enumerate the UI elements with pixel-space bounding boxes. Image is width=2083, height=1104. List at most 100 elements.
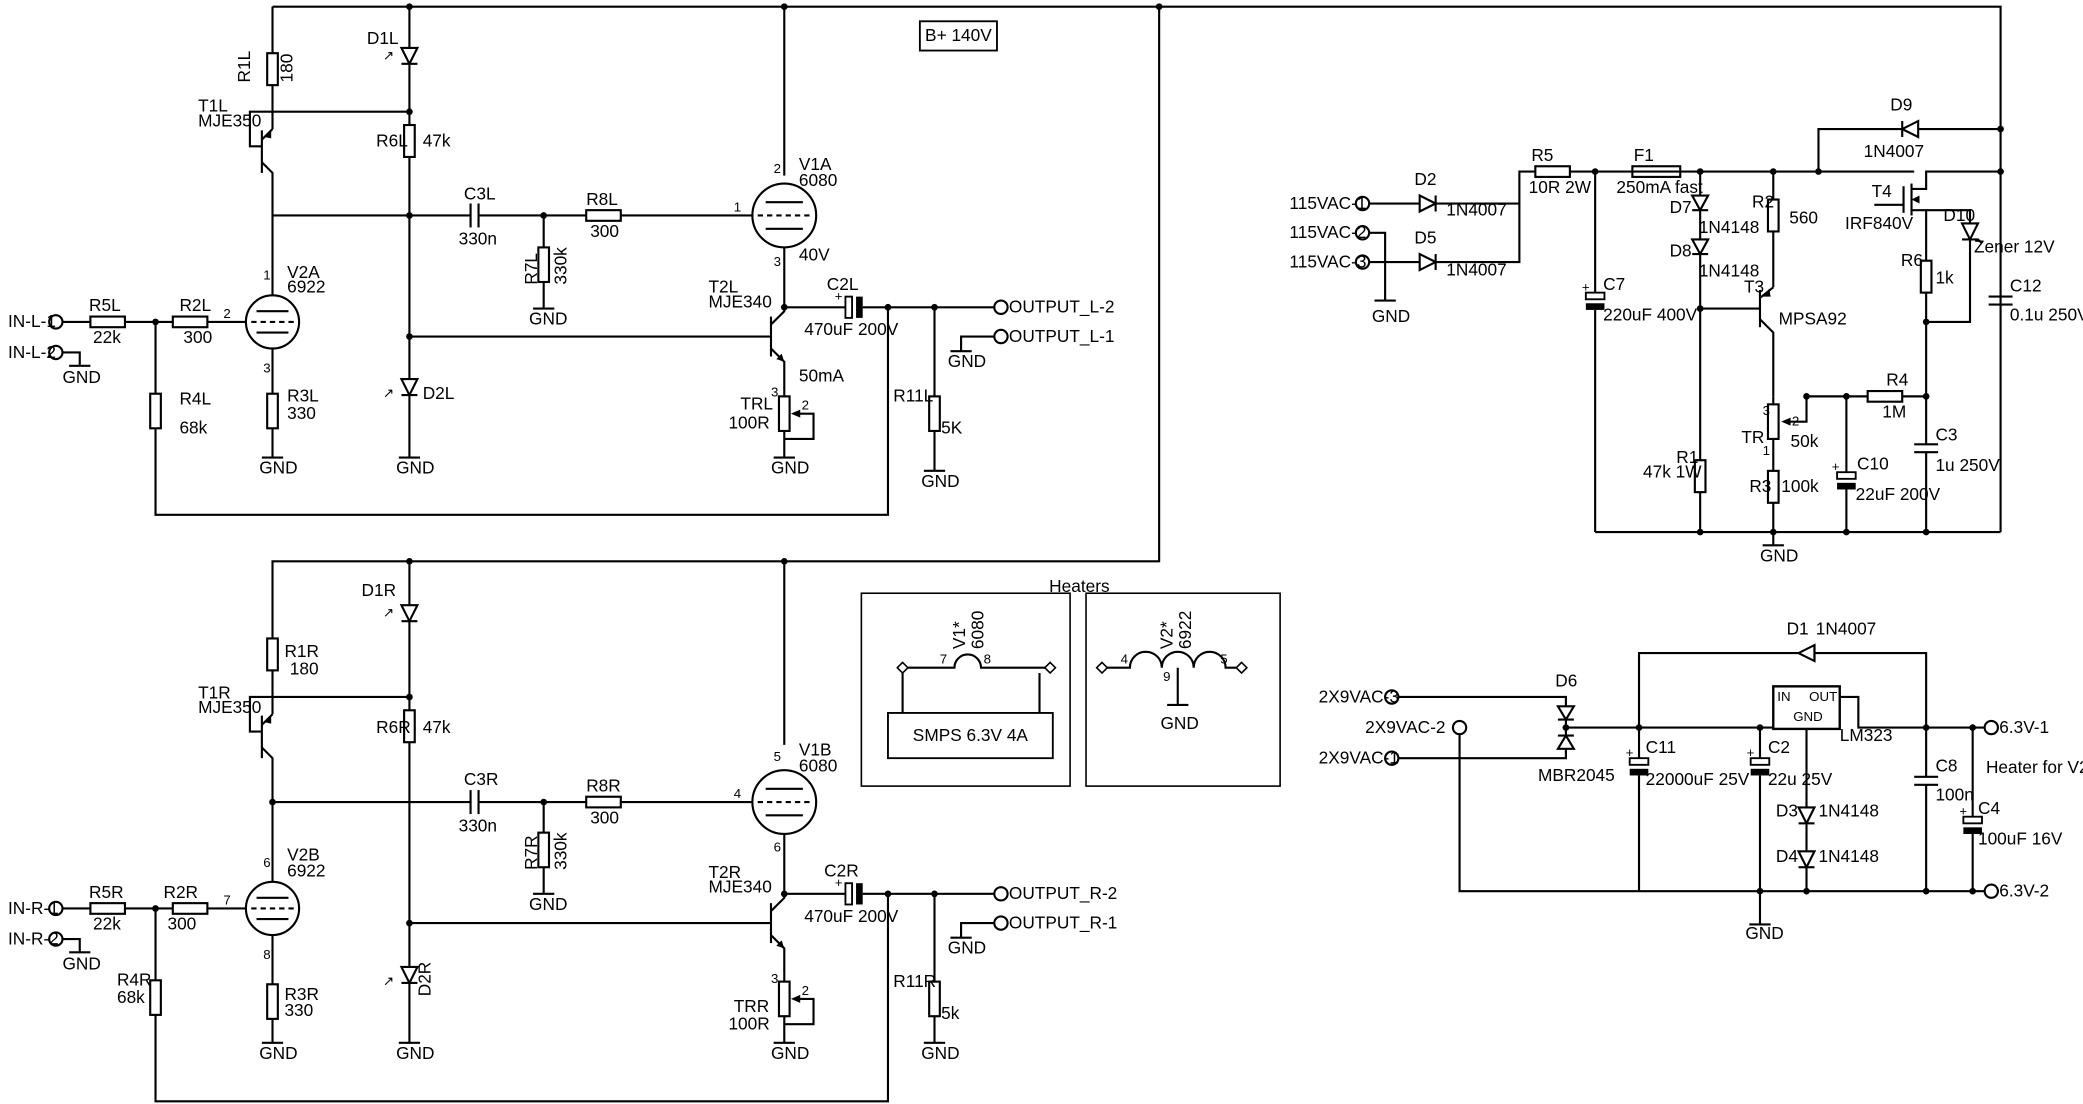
svg-text:IN: IN: [1777, 689, 1790, 704]
svg-text:1: 1: [263, 267, 270, 282]
svg-text:GND: GND: [396, 458, 434, 478]
svg-text:D1R: D1R: [362, 580, 397, 600]
connector-output-l-1[interactable]: [993, 328, 1009, 345]
svg-text:115VAC-1: 115VAC-1: [1289, 193, 1366, 213]
diode-d10: [1960, 222, 1980, 242]
svg-text:C8: C8: [1935, 755, 1957, 775]
svg-text:47k 1W: 47k 1W: [1643, 462, 1702, 482]
svg-text:47k: 47k: [423, 130, 451, 150]
svg-text:GND: GND: [529, 309, 567, 329]
svg-text:C2: C2: [1768, 737, 1790, 757]
svg-text:GND: GND: [771, 1043, 809, 1063]
svg-text:4: 4: [1121, 652, 1128, 667]
svg-text:300: 300: [167, 914, 196, 934]
svg-text:D1L: D1L: [367, 28, 399, 48]
svg-text:TR: TR: [1741, 427, 1764, 447]
svg-text:40V: 40V: [799, 245, 830, 265]
svg-text:9: 9: [1163, 669, 1170, 684]
svg-text:5k: 5k: [941, 1003, 960, 1023]
svg-text:10R 2W: 10R 2W: [1529, 177, 1592, 197]
svg-text:220uF 400V: 220uF 400V: [1603, 305, 1698, 325]
connector-6-3v-1[interactable]: [1983, 719, 1999, 736]
svg-text:0.1u 250V: 0.1u 250V: [2010, 305, 2083, 325]
svg-text:T2R: T2R: [709, 862, 742, 882]
resistor-r8l: [585, 209, 622, 222]
svg-text:1N4148: 1N4148: [1818, 846, 1878, 866]
svg-text:R6R: R6R: [376, 717, 411, 737]
svg-text:3: 3: [771, 971, 778, 986]
svg-text:GND: GND: [259, 1043, 297, 1063]
svg-text:D1: D1: [1787, 618, 1809, 638]
svg-text:100R: 100R: [728, 1014, 769, 1034]
svg-text:GND: GND: [921, 1043, 959, 1063]
svg-text:R4R: R4R: [117, 970, 152, 990]
svg-text:F1: F1: [1634, 145, 1654, 165]
svg-text:D9: D9: [1890, 94, 1912, 114]
trimmer-trl: [777, 395, 791, 433]
svg-text:R3L: R3L: [287, 386, 319, 406]
svg-text:6: 6: [774, 839, 781, 854]
diode-d8: [1690, 238, 1710, 257]
svg-text:R2R: R2R: [164, 882, 199, 902]
svg-text:300: 300: [183, 327, 212, 347]
svg-text:C2R: C2R: [824, 861, 859, 881]
svg-text:OUTPUT_L-2: OUTPUT_L-2: [1009, 297, 1115, 317]
svg-text:GND: GND: [921, 471, 959, 491]
svg-text:GND: GND: [948, 938, 986, 958]
svg-text:MPSA92: MPSA92: [1779, 309, 1847, 329]
connector-2x9vac-2[interactable]: [1451, 719, 1468, 736]
svg-text:330n: 330n: [459, 229, 497, 249]
led-arrow-icon: ↗: [383, 605, 394, 620]
svg-text:IRF840V: IRF840V: [1845, 213, 1914, 233]
svg-text:22k: 22k: [93, 327, 121, 347]
led-arrow-icon: ↗: [383, 48, 394, 63]
svg-text:22uF 200V: 22uF 200V: [1856, 484, 1941, 504]
heater-coil-v2: [1101, 650, 1242, 669]
svg-text:OUTPUT_R-2: OUTPUT_R-2: [1009, 883, 1117, 903]
connector-output-l-2[interactable]: [993, 299, 1009, 315]
svg-text:GND: GND: [1160, 713, 1198, 733]
resistor-r8r: [585, 795, 622, 809]
connector-6-3v-2[interactable]: [1983, 883, 1999, 899]
svg-text:6080: 6080: [799, 755, 837, 775]
connector-output-r-1[interactable]: [993, 915, 1009, 931]
svg-text:C3: C3: [1935, 424, 1957, 444]
connector-output-r-2[interactable]: [993, 886, 1009, 902]
svg-text:115VAC-3: 115VAC-3: [1289, 251, 1366, 271]
svg-text:68k: 68k: [179, 418, 207, 438]
resistor-r1r: [266, 637, 279, 672]
svg-text:R6: R6: [1901, 250, 1923, 270]
resistor-r5l: [89, 315, 127, 329]
svg-text:R1R: R1R: [284, 641, 319, 661]
svg-text:R11R: R11R: [893, 971, 936, 991]
svg-text:1N4007: 1N4007: [1864, 141, 1924, 161]
diode-d4: [1796, 850, 1817, 870]
in-l-2-label: IN-L-2: [8, 342, 56, 362]
svg-text:2: 2: [802, 398, 809, 413]
capacitor-c7: [1584, 291, 1606, 301]
channel-left: IN-L-1 IN-L-2 GND R5L 22k R2L 300 2 R4L …: [8, 28, 1115, 516]
svg-text:C10: C10: [1857, 454, 1889, 474]
heaters-block: Heaters V1* 6080 7 8 SMPS 6.3V 4A V2* 69…: [860, 576, 1281, 787]
svg-text:560: 560: [1789, 207, 1818, 227]
svg-text:6922: 6922: [287, 861, 325, 881]
svg-text:100n: 100n: [1935, 785, 1973, 805]
svg-text:R4L: R4L: [179, 388, 211, 408]
svg-text:2X9VAC-2: 2X9VAC-2: [1365, 717, 1445, 737]
svg-text:TRL: TRL: [740, 394, 773, 414]
heaters-box-v2: [1085, 592, 1281, 787]
svg-text:C12: C12: [2010, 275, 2042, 295]
svg-text:R11L: R11L: [893, 386, 933, 406]
capacitor-c4: [1962, 815, 1983, 825]
bplus-box: [918, 20, 998, 52]
led-d2r: [399, 965, 420, 986]
capacitor-c10: [1836, 471, 1857, 480]
svg-text:R2: R2: [1752, 191, 1774, 211]
svg-text:470uF 200V: 470uF 200V: [804, 906, 899, 926]
capacitor-c2l: [844, 295, 854, 319]
svg-text:R1L: R1L: [234, 50, 254, 82]
svg-text:5: 5: [774, 749, 781, 764]
svg-text:GND: GND: [529, 894, 567, 914]
svg-text:D6: D6: [1555, 670, 1577, 690]
